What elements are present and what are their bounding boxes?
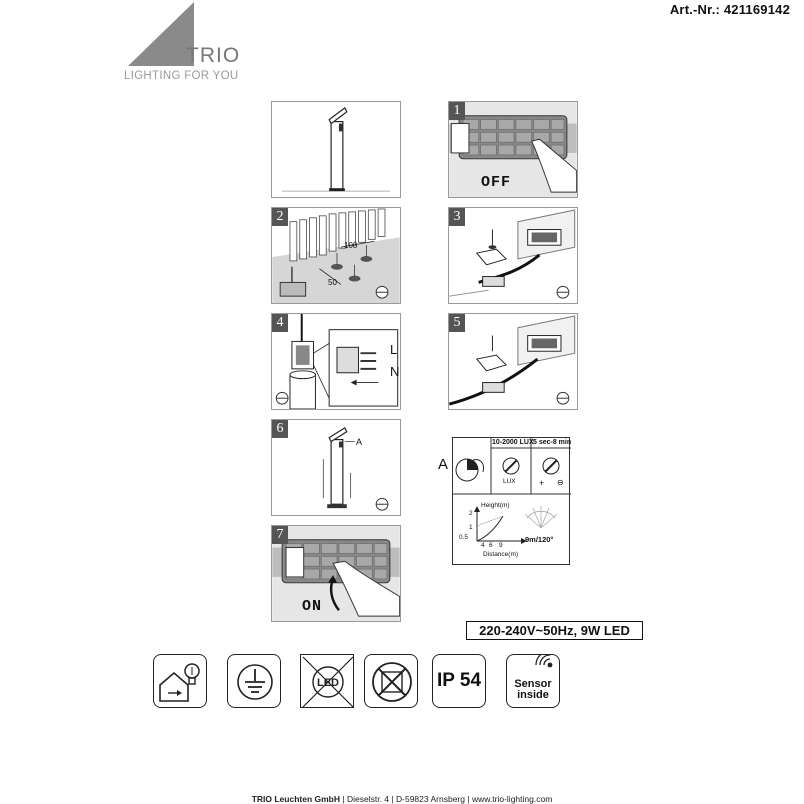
footer-company: TRIO Leuchten GmbH <box>251 794 341 804</box>
time-dial-minus: ⊖ <box>557 478 564 487</box>
step-5-number: 5 <box>449 314 465 332</box>
wiring-drawing <box>275 314 399 409</box>
step-7-caption: ON <box>302 598 323 615</box>
motion-sensor-icon <box>535 655 553 668</box>
sensor-inside-line-2: inside <box>517 689 549 701</box>
led-icon-text: LED <box>317 677 339 689</box>
step-3-panel: 3 <box>448 207 578 304</box>
ip-rating-badge: IP 54 <box>432 654 486 708</box>
footer-sep-1: | <box>342 794 345 804</box>
base-mounting-drawing <box>449 209 576 299</box>
step-4-label-l: L <box>390 342 398 357</box>
step-4-number: 4 <box>272 314 288 332</box>
detection-range-label: 9m/120° <box>525 535 554 544</box>
graph-x-label: Distance(m) <box>483 551 519 558</box>
sensor-settings-box: 10-2000 LUX 5 sec-8 min LUX + ⊖ Height(m… <box>452 437 572 565</box>
footer-sep-2: | <box>391 794 394 804</box>
electrical-spec: 220-240V~50Hz, 9W LED <box>466 621 643 640</box>
logo-triangle-icon <box>128 2 194 66</box>
step-2-panel: 2 100 50 <box>271 207 401 304</box>
no-insulation-cover-icon <box>372 662 412 702</box>
time-dial-plus: + <box>539 478 545 488</box>
logo-tagline: LIGHTING FOR YOU <box>124 70 239 82</box>
step-6-panel: 6 A <box>271 419 401 516</box>
step-3-number: 3 <box>449 208 465 226</box>
led-not-replaceable-icon: LED <box>300 654 354 708</box>
sensor-label-a: A <box>438 456 449 473</box>
sensor-settings-drawing <box>453 438 571 544</box>
sensor-inside-badge: Sensor inside <box>506 654 560 708</box>
sensor-inside-line-1: Sensor <box>514 678 552 690</box>
ground-placement-drawing <box>272 208 400 303</box>
ip-rating-text: IP 54 <box>436 670 482 691</box>
sensor-inside-text: Sensor inside <box>507 679 559 701</box>
graph-x-tick-4: 4 <box>481 542 485 549</box>
step-4-panel: 4 L N <box>271 313 401 410</box>
not-covered-icon <box>364 654 418 708</box>
step-1-number: 1 <box>449 102 465 120</box>
ground-symbol-icon <box>237 664 273 700</box>
lux-dial-label: LUX <box>503 478 516 485</box>
house-bulb-icon <box>159 663 200 702</box>
switch-off-drawing <box>449 102 577 197</box>
step-7-panel: 7 ON <box>271 525 401 622</box>
step-4-label-n: N <box>390 364 400 379</box>
step-6-label-a: A <box>356 437 363 447</box>
graph-y-label: Height(m) <box>481 502 510 509</box>
brand-logo: TRIO LIGHTING FOR YOU <box>122 0 262 88</box>
footer-sep-3: | <box>467 794 470 804</box>
step-2-dim-b: 50 <box>328 278 337 287</box>
footer-street: Dieselstr. 4 <box>346 794 390 804</box>
switch-on-drawing <box>272 526 400 621</box>
time-range-header: 5 sec-8 min <box>533 439 572 446</box>
step-5-panel: 5 <box>448 313 578 410</box>
step-1-panel: 1 OFF <box>448 101 578 198</box>
graph-y-tick-05: 0.5 <box>459 534 469 541</box>
footer-city: D-59823 Arnsberg <box>396 794 465 804</box>
cable-connect-drawing <box>449 315 576 406</box>
step-1-caption: OFF <box>481 174 512 191</box>
article-number: Art.-Nr.: 421169142 <box>669 2 790 17</box>
graph-x-tick-6: 6 <box>489 542 493 549</box>
product-overview-panel <box>271 101 401 198</box>
lux-range-header: 10-2000 LUX <box>492 439 534 446</box>
bollard-lamp-drawing <box>282 106 390 192</box>
graph-y-tick-2: 2 <box>469 510 473 517</box>
led-crossed-icon: LED <box>302 656 354 708</box>
bollard-installed-drawing <box>322 426 389 511</box>
footer-web[interactable]: www.trio-lighting.com <box>471 794 553 804</box>
indoor-outdoor-icon <box>153 654 207 708</box>
earth-ground-icon <box>227 654 281 708</box>
logo-name: TRIO <box>186 44 241 67</box>
graph-x-tick-9: 9 <box>499 542 503 549</box>
step-2-dim-a: 100 <box>344 241 358 250</box>
footer-address: TRIO Leuchten GmbH | Dieselstr. 4 | D-59… <box>0 794 804 804</box>
step-6-number: 6 <box>272 420 288 438</box>
step-2-number: 2 <box>272 208 288 226</box>
step-7-number: 7 <box>272 526 288 544</box>
graph-y-tick-1: 1 <box>469 524 473 531</box>
